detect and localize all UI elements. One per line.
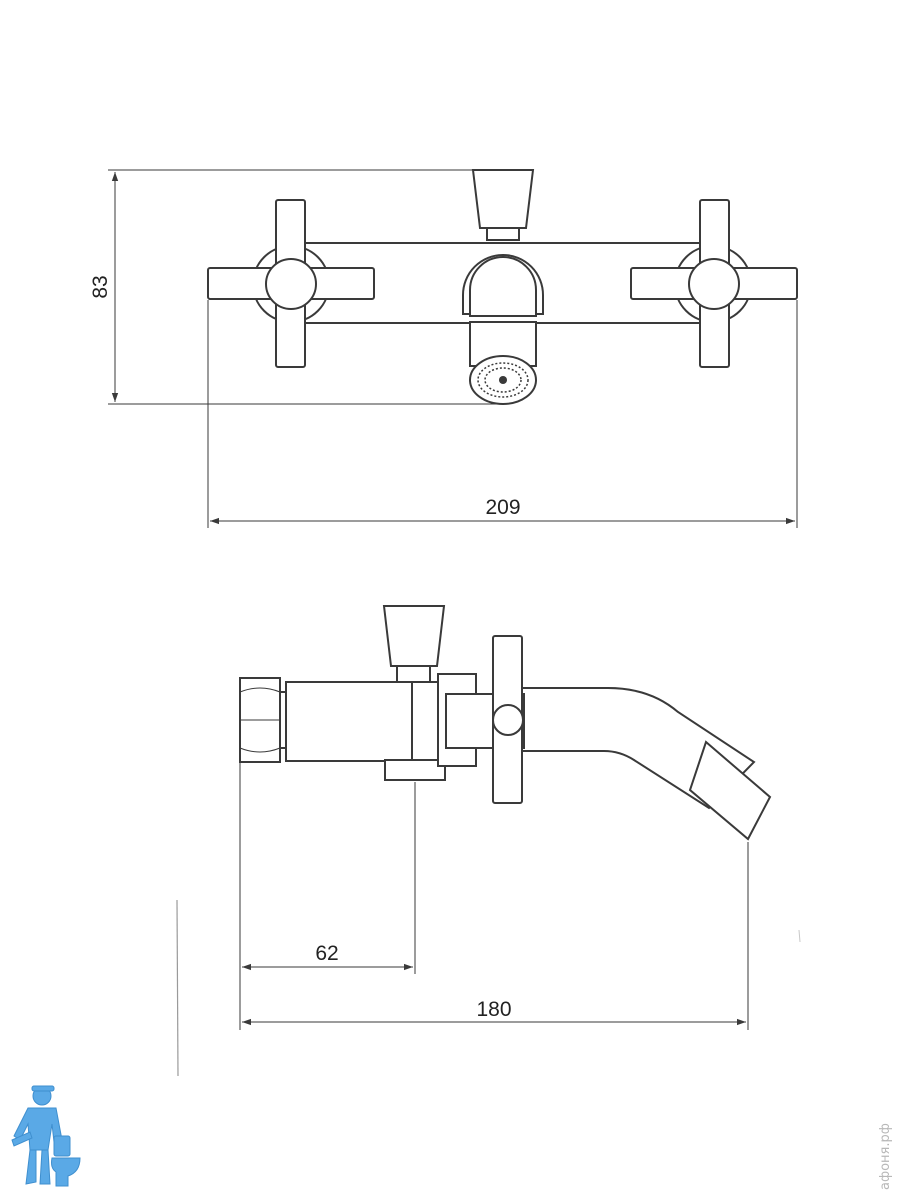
watermark: афоня.рф	[878, 1123, 893, 1190]
side-diverter-knob	[382, 605, 446, 683]
side-spout-nozzle	[688, 740, 772, 841]
scan-artifact-line	[176, 899, 179, 1077]
hex-nut	[239, 677, 281, 763]
short-dimension-label: 62	[315, 942, 338, 965]
height-dimension-label: 83	[89, 275, 112, 298]
bottom-outlet	[384, 759, 446, 781]
plumber-mascot-logo	[11, 1085, 81, 1187]
aerator-mesh-inner	[484, 367, 522, 393]
front-view: 83	[89, 169, 798, 528]
width-dimension-label: 209	[485, 496, 520, 519]
side-body	[285, 681, 414, 762]
right-cross-handle	[630, 199, 798, 368]
scan-artifact-mark	[798, 929, 801, 943]
left-cross-handle	[207, 199, 375, 368]
spout-neck	[469, 256, 537, 317]
side-view: 62 180	[239, 605, 772, 1030]
diverter-knob	[471, 169, 535, 241]
side-cross-handle	[492, 635, 524, 804]
long-dimension-label: 180	[476, 998, 511, 1021]
aerator-center	[499, 376, 507, 384]
